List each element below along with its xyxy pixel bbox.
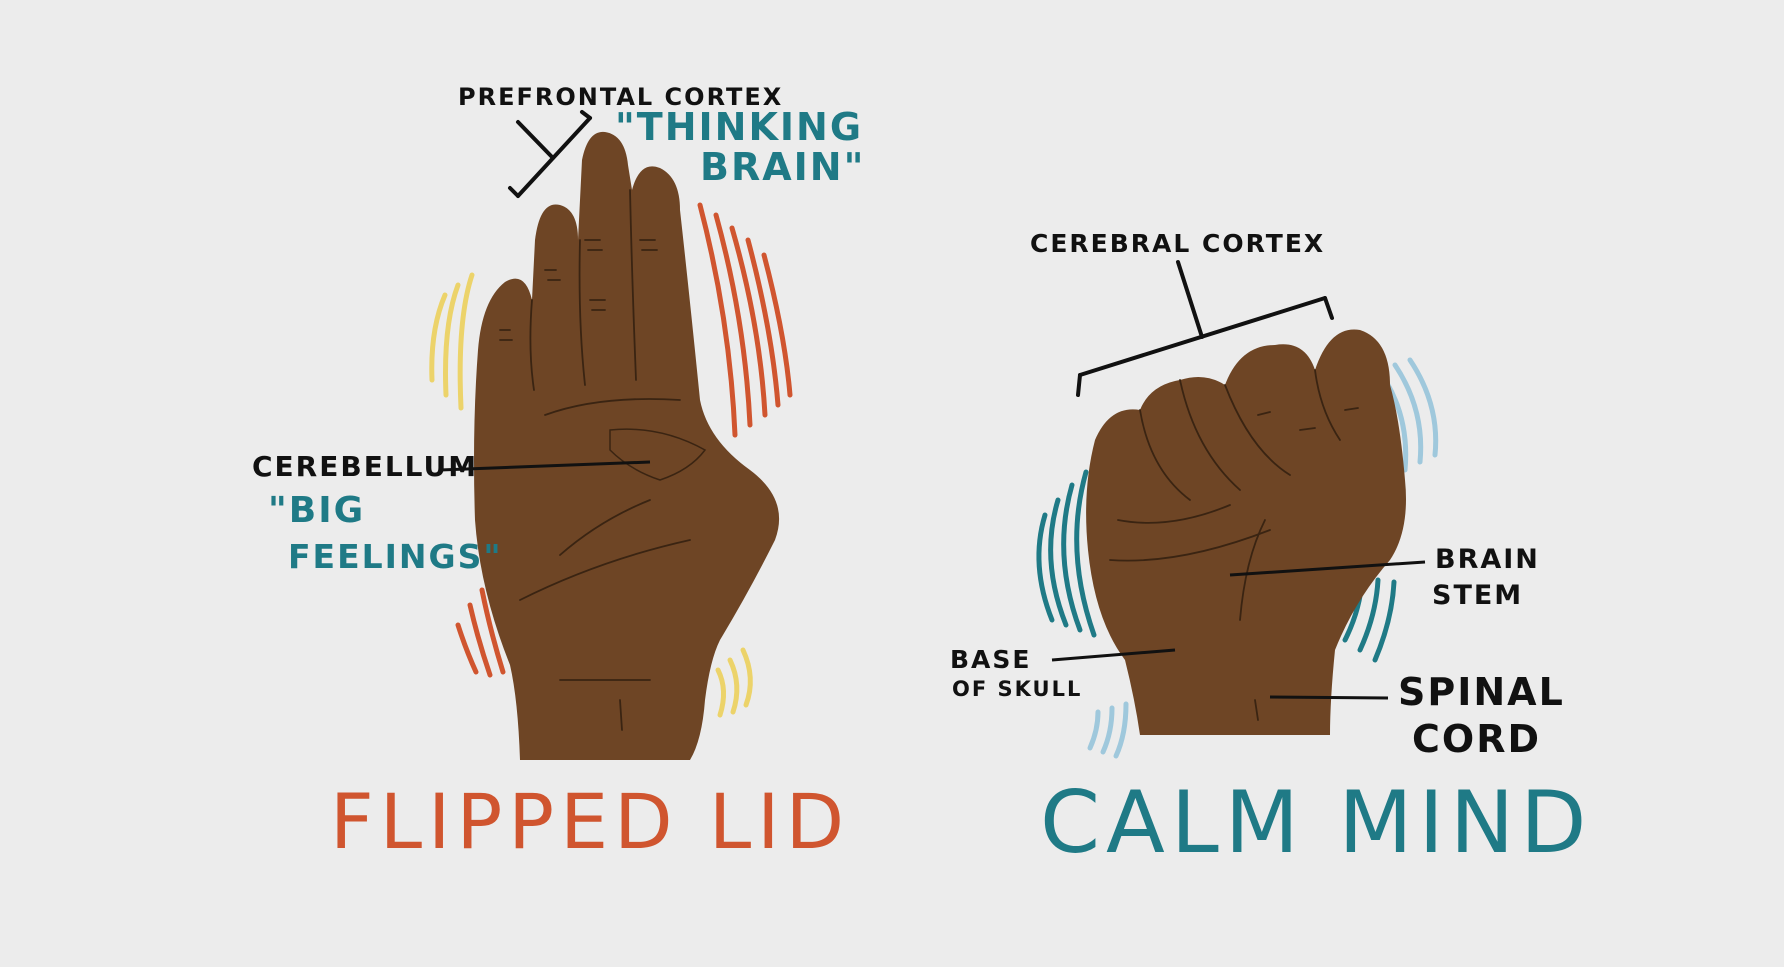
prefrontal-bracket	[508, 110, 592, 198]
cerebellum-pointer-line	[439, 460, 651, 472]
label-brain-stem-line1: BRAIN	[1435, 544, 1540, 575]
base-of-skull-pointer-line	[1051, 648, 1176, 662]
label-base-of-skull-line2: OF SKULL	[952, 677, 1082, 701]
cerebral-cortex-bracket	[1076, 260, 1334, 397]
label-big-feelings-line1: "BIG	[268, 490, 365, 531]
orange-motion-lines-right-upper	[697, 202, 793, 438]
label-brain-stem-line2: STEM	[1432, 580, 1523, 611]
teal-motion-lines-left	[1036, 469, 1097, 638]
orange-motion-lines-left-lower	[455, 587, 506, 678]
tucked-thumb-shape	[609, 428, 707, 481]
label-big-feelings-line2: FEELINGS"	[288, 537, 503, 576]
yellow-motion-lines-left	[429, 272, 475, 411]
calm-mind-illustration: CEREBRAL CORTEX BRAIN STEM BASE OF SKULL…	[950, 229, 1592, 873]
label-spinal-cord-line2: CORD	[1412, 717, 1541, 761]
label-thinking-brain-line2: BRAIN"	[700, 145, 865, 189]
label-cerebral-cortex: CEREBRAL CORTEX	[1030, 229, 1325, 258]
label-cerebellum: CEREBELLUM	[252, 450, 478, 483]
label-thinking-brain-line1: "THINKING	[615, 105, 863, 149]
yellow-motion-lines-right-lower	[715, 647, 753, 718]
label-base-of-skull-line1: BASE	[950, 645, 1032, 674]
title-flipped-lid: FLIPPED LID	[330, 777, 850, 866]
label-spinal-cord-line1: SPINAL	[1398, 670, 1565, 714]
closed-fist-shape	[1086, 329, 1406, 735]
title-calm-mind: CALM MIND	[1040, 773, 1592, 873]
fist-crease-lines	[1109, 369, 1359, 721]
brain-stem-pointer-line	[1229, 560, 1426, 577]
label-prefrontal-cortex: PREFRONTAL CORTEX	[458, 83, 783, 111]
spinal-cord-pointer-line	[1269, 695, 1389, 700]
finger-crease-lines	[499, 189, 691, 731]
flipped-lid-illustration: PREFRONTAL CORTEX "THINKING BRAIN" CEREB…	[252, 83, 865, 866]
light-blue-motion-lines-lower	[1087, 701, 1129, 759]
